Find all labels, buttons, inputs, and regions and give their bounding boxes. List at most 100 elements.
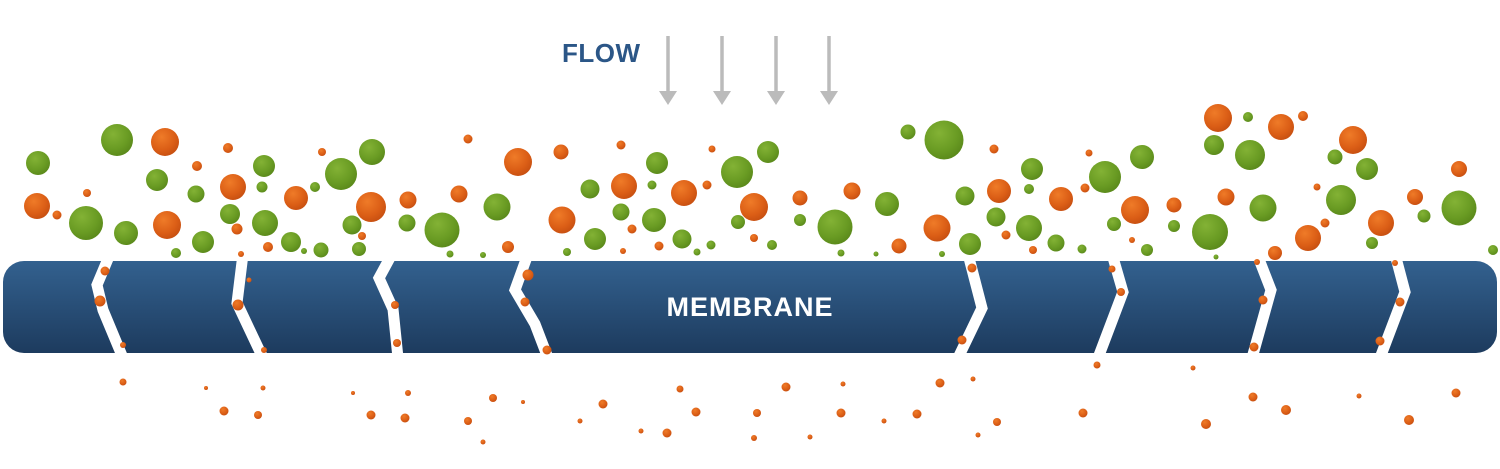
channel-dot	[1254, 259, 1260, 265]
permeate-dot	[840, 381, 846, 387]
particle-green	[1488, 245, 1498, 255]
feed-particles	[24, 104, 1498, 260]
particle-green	[721, 156, 753, 188]
particle-orange	[463, 134, 473, 144]
particle-orange	[616, 140, 626, 150]
channel-dot	[1117, 288, 1125, 296]
particle-orange	[502, 241, 514, 253]
channel-dot	[232, 299, 244, 311]
particle-green	[1249, 194, 1277, 222]
particle-green	[1441, 190, 1477, 226]
flow-arrows	[659, 36, 838, 105]
particle-green	[480, 252, 486, 258]
particle-green	[252, 210, 278, 236]
permeate-dot	[751, 435, 757, 441]
particle-orange	[318, 148, 326, 156]
particle-green	[757, 141, 779, 163]
particle-orange	[1313, 183, 1321, 191]
particle-orange	[923, 214, 951, 242]
particle-green	[187, 185, 205, 203]
particle-orange	[1320, 218, 1330, 228]
particle-green	[900, 124, 916, 140]
particle-green	[1016, 215, 1042, 241]
particle-green	[1107, 217, 1121, 231]
particle-orange	[238, 251, 244, 257]
particle-orange	[1268, 114, 1294, 140]
particle-green	[1356, 158, 1378, 180]
particle-orange	[1295, 225, 1321, 251]
particle-green	[1077, 244, 1087, 254]
particle-green	[1047, 234, 1065, 252]
particle-orange	[24, 193, 50, 219]
particle-orange	[843, 182, 861, 200]
particle-green	[875, 192, 899, 216]
particle-green	[1235, 140, 1265, 170]
particle-orange	[553, 144, 569, 160]
channel-dot	[261, 347, 267, 353]
particle-green	[794, 214, 806, 226]
particle-orange	[223, 143, 233, 153]
particle-green	[584, 228, 606, 250]
flow-label: FLOW	[562, 38, 641, 68]
particle-green	[1326, 185, 1356, 215]
permeate-dot	[753, 409, 761, 417]
channel-dot	[100, 266, 110, 276]
particle-green	[171, 248, 181, 258]
particle-green	[817, 209, 853, 245]
channel-dot	[94, 295, 106, 307]
particle-green	[1213, 254, 1219, 260]
particle-green	[1021, 158, 1043, 180]
particle-orange	[1001, 230, 1011, 240]
particle-orange	[740, 193, 768, 221]
flow-arrow-head	[820, 91, 838, 105]
permeate-dot	[577, 418, 583, 424]
particle-green	[1366, 237, 1378, 249]
particle-orange	[1029, 246, 1037, 254]
particle-orange	[356, 192, 386, 222]
permeate-dot	[1093, 361, 1101, 369]
particle-orange	[151, 128, 179, 156]
permeate-dot	[366, 410, 376, 420]
particle-orange	[1339, 126, 1367, 154]
permeate-dot	[970, 376, 976, 382]
particle-green	[1327, 149, 1343, 165]
particle-orange	[358, 232, 366, 240]
particle-green	[26, 151, 50, 175]
permeate-dot	[1356, 393, 1362, 399]
particle-green	[986, 207, 1006, 227]
particle-green	[220, 204, 240, 224]
permeate-dot	[400, 413, 410, 423]
permeate-dot	[935, 378, 945, 388]
particle-green	[1243, 112, 1253, 122]
permeate-dot	[464, 417, 472, 425]
particle-orange	[220, 174, 246, 200]
particle-green	[955, 186, 975, 206]
channel-dot	[1392, 260, 1398, 266]
permeate-dot	[993, 418, 1001, 426]
permeate-dot	[480, 439, 486, 445]
particle-green	[342, 215, 362, 235]
particle-green	[580, 179, 600, 199]
particle-orange	[1121, 196, 1149, 224]
particle-green	[706, 240, 716, 250]
particle-orange	[654, 241, 664, 251]
particle-orange	[1268, 246, 1282, 260]
particle-green	[424, 212, 460, 248]
channel-dot	[1108, 265, 1116, 273]
particle-orange	[987, 179, 1011, 203]
particle-orange	[1129, 237, 1135, 243]
particle-green	[281, 232, 301, 252]
particle-orange	[611, 173, 637, 199]
membrane-crack	[1374, 252, 1411, 360]
particle-orange	[702, 180, 712, 190]
particle-orange	[231, 223, 243, 235]
particle-green	[1417, 209, 1431, 223]
particle-green	[693, 248, 701, 256]
particle-orange	[153, 211, 181, 239]
particle-orange	[1298, 111, 1308, 121]
particle-green	[352, 242, 366, 256]
permeate-dot	[521, 400, 525, 404]
flow-arrow-head	[659, 91, 677, 105]
